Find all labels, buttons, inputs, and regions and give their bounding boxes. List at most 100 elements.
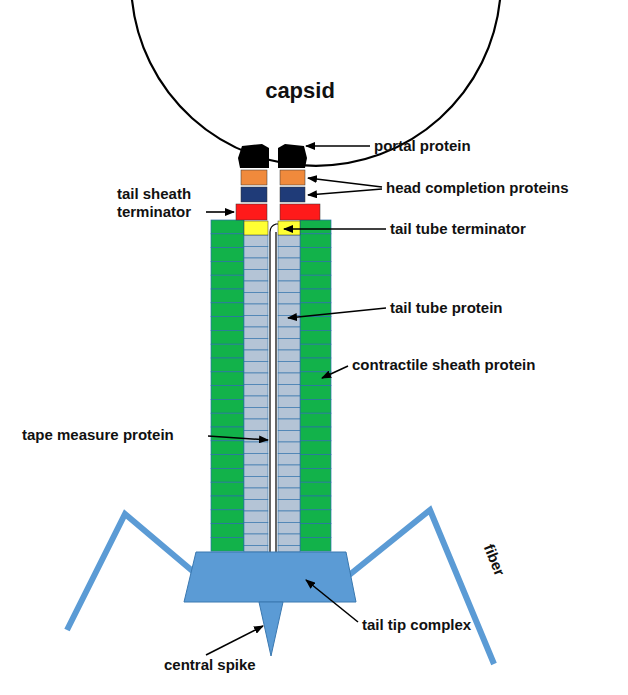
sheath-segment [211, 510, 244, 524]
tube-segment [244, 500, 268, 512]
tube-segment [244, 465, 268, 477]
tail-sheath-terminator [280, 204, 320, 220]
sheath-segment [300, 468, 331, 482]
tube-segment [244, 339, 268, 351]
tail-fiber [67, 514, 196, 630]
leader-arrows [206, 146, 386, 655]
sheath-segment [211, 496, 244, 510]
tube-segment [244, 408, 268, 420]
tube-segment [244, 511, 268, 523]
head-completion-protein [241, 187, 267, 202]
tube-segment [278, 362, 300, 374]
sheath-segment [211, 482, 244, 496]
tube-segment [278, 385, 300, 397]
sheath-segment [300, 455, 331, 469]
sheath-segment [300, 427, 331, 441]
tube-segment [244, 396, 268, 408]
sheath-segment [211, 234, 244, 248]
sheath-segment [300, 358, 331, 372]
tube-segment [278, 281, 300, 293]
part-label: tail tube terminator [390, 220, 526, 238]
tube-segment [244, 304, 268, 316]
tube-segment [278, 465, 300, 477]
sheath-segment [300, 537, 331, 551]
part-label: tape measure protein [22, 426, 174, 444]
tube-segment [244, 419, 268, 431]
tube-segment [278, 511, 300, 523]
sheath-segment [211, 441, 244, 455]
tail-fiber [348, 510, 494, 664]
sheath-segment [211, 344, 244, 358]
tube-segment [278, 431, 300, 443]
tube-segment [278, 304, 300, 316]
sheath-segment [211, 413, 244, 427]
tail-tube [244, 235, 300, 552]
part-label: central spike [164, 656, 256, 674]
sheath-segment [300, 482, 331, 496]
tube-segment [244, 385, 268, 397]
part-label: tail tip complex [362, 616, 471, 634]
sheath-segment [211, 289, 244, 303]
tube-segment [278, 523, 300, 535]
tube-segment [278, 247, 300, 259]
head-completion-protein [241, 170, 267, 185]
sheath-segment [211, 358, 244, 372]
central-spike [259, 602, 283, 656]
sheath-segment [211, 537, 244, 551]
tube-segment [244, 454, 268, 466]
sheath-segment [300, 234, 331, 248]
sheath-segment [300, 399, 331, 413]
part-label: head completion proteins [386, 179, 569, 197]
tube-segment [278, 235, 300, 247]
tube-segment [244, 235, 268, 247]
tube-segment [278, 396, 300, 408]
tube-segment [278, 534, 300, 546]
tube-segment [278, 442, 300, 454]
tube-segment [244, 442, 268, 454]
tail-tip-complex [184, 552, 356, 602]
head-completion-protein [280, 170, 305, 185]
sheath-segment [300, 413, 331, 427]
sheath-segment [211, 220, 244, 234]
sheath-segment [211, 399, 244, 413]
tube-segment [278, 327, 300, 339]
tail-tube-terminator [278, 221, 300, 235]
tail-tube-terminator [244, 221, 268, 235]
tape-measure-protein [270, 232, 276, 552]
sheath-segment [211, 261, 244, 275]
sheath-segment [300, 386, 331, 400]
sheath-segment [211, 317, 244, 331]
tube-segment [278, 408, 300, 420]
part-label: contractile sheath protein [352, 356, 535, 374]
tube-segment [244, 546, 268, 553]
tube-segment [278, 293, 300, 305]
tube-segment [244, 281, 268, 293]
sheath-segment [300, 441, 331, 455]
part-label: tail sheath terminator [93, 185, 215, 221]
part-label: tail tube protein [390, 299, 503, 317]
tube-segment [278, 373, 300, 385]
sheath-segment [211, 275, 244, 289]
sheath-segment [300, 496, 331, 510]
sheath-segment [211, 372, 244, 386]
sheath-segment [300, 330, 331, 344]
sheath-segment [300, 220, 331, 234]
tube-segment [244, 316, 268, 328]
tube-segment [278, 454, 300, 466]
head-completion-protein [280, 187, 305, 202]
tube-segment [244, 488, 268, 500]
tube-segment [244, 247, 268, 259]
sheath-segment [211, 303, 244, 317]
tube-segment [278, 258, 300, 270]
tube-segment [244, 350, 268, 362]
tube-segment [244, 258, 268, 270]
tube-segment [278, 270, 300, 282]
node-title: capsid [265, 78, 335, 104]
tube-segment [244, 362, 268, 374]
tube-segment [244, 534, 268, 546]
sheath-segment [300, 261, 331, 275]
tube-segment [278, 477, 300, 489]
sheath-segment [211, 524, 244, 538]
